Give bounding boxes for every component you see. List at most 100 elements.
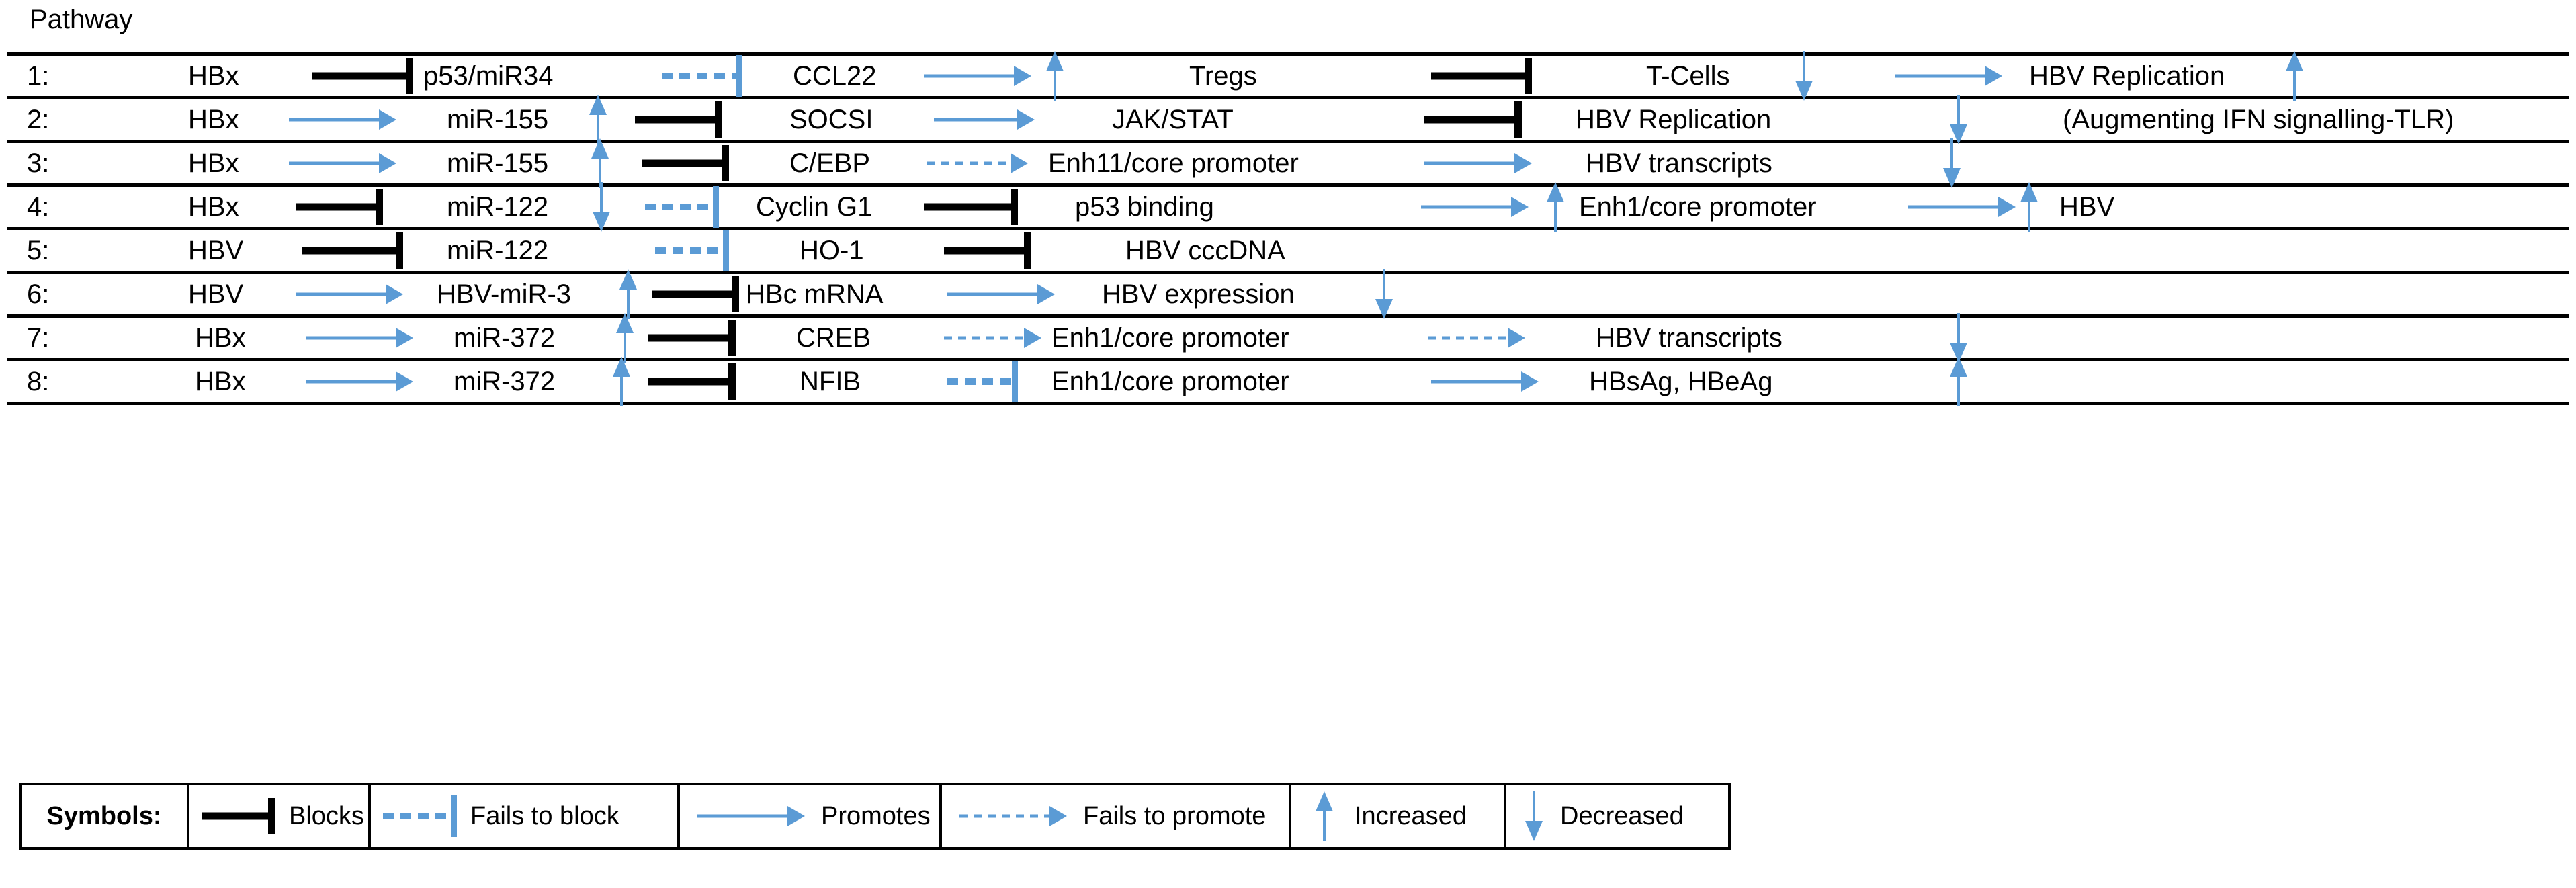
up-arrow-icon <box>1045 51 1065 101</box>
pathway-node: SOCSI <box>789 105 873 134</box>
legend-item-blocks: Blocks <box>189 785 371 847</box>
pathway-node: Enh1/core promoter <box>1051 367 1289 396</box>
promotes-icon <box>697 806 805 826</box>
blocks-icon <box>312 58 413 94</box>
pathway-node: p53/miR34 <box>423 61 554 91</box>
row-number: 2: <box>27 105 50 134</box>
up-arrow-icon <box>588 95 608 144</box>
promotes-icon <box>289 109 396 130</box>
down-arrow-icon <box>1942 138 1962 188</box>
pathway-node: HBV <box>188 279 244 309</box>
pathway-node: HBV transcripts <box>1586 148 1772 178</box>
legend-label: Fails to block <box>470 802 619 830</box>
legend-item-decreased: Decreased <box>1506 785 1728 847</box>
table-row: 1: HBx p53/miR34 CCL22 Tregs T-Cells <box>7 51 2569 101</box>
pathway-node: miR-155 <box>447 105 549 134</box>
symbols-legend: Symbols: Blocks Fails to block Promotes <box>19 783 1731 850</box>
table-row: 7: HBx miR-372 CREB Enh1/core promoter H… <box>7 313 2569 363</box>
legend-item-promotes: Promotes <box>680 785 942 847</box>
table-row: 6: HBV HBV-miR-3 HBc mRNA HBV expression <box>7 269 2569 319</box>
pathway-node: Enh11/core promoter <box>1048 148 1299 178</box>
pathway-node: miR-372 <box>454 367 556 396</box>
fails-to-promote-icon <box>959 806 1067 826</box>
up-arrow-icon <box>2284 51 2305 101</box>
pathway-node: HO-1 <box>800 236 864 265</box>
pathway-node: HBV <box>2059 192 2115 222</box>
table-row: 5: HBV miR-122 HO-1 HBV cccDNA <box>7 230 2569 274</box>
row-number: 4: <box>27 192 50 222</box>
blocks-icon <box>1431 58 1532 94</box>
table-row: 8: HBx miR-372 NFIB Enh1/core promoter H… <box>7 357 2569 406</box>
blocks-icon <box>642 145 729 181</box>
legend-heading: Symbols: <box>46 801 162 830</box>
legend-heading-cell: Symbols: <box>22 785 189 847</box>
pathway-node: HBV <box>188 236 244 265</box>
pathway-table: 1: HBx p53/miR34 CCL22 Tregs T-Cells <box>7 51 2569 406</box>
up-arrow-icon <box>1545 182 1565 232</box>
promotes-icon <box>924 66 1031 86</box>
fails-to-block-icon <box>947 361 1018 402</box>
blocks-icon <box>924 189 1018 225</box>
legend-item-fails-to-block: Fails to block <box>371 785 680 847</box>
page-title: Pathway <box>30 5 133 34</box>
pathway-node: HBx <box>188 148 239 178</box>
pathway-node: JAK/STAT <box>1112 105 1234 134</box>
fails-to-block-icon <box>655 230 729 271</box>
fails-to-block-icon <box>645 186 719 228</box>
blocks-icon <box>648 363 736 400</box>
pathway-node: CREB <box>796 323 871 353</box>
pathway-node: miR-372 <box>454 323 556 353</box>
legend-label: Blocks <box>289 802 364 830</box>
pathway-node: HBV Replication <box>1576 105 1772 134</box>
row-number: 7: <box>27 323 50 353</box>
down-arrow-icon <box>1374 269 1394 319</box>
pathway-node: p53 binding <box>1075 192 1214 222</box>
promotes-icon <box>296 284 403 304</box>
blocks-icon <box>202 798 275 834</box>
pathway-node: HBV transcripts <box>1596 323 1783 353</box>
pathway-node: miR-155 <box>447 148 549 178</box>
pathway-node: HBV expression <box>1102 279 1295 309</box>
pathway-node: NFIB <box>800 367 861 396</box>
fails-to-promote-icon <box>1428 328 1525 348</box>
up-arrow-icon <box>615 313 635 363</box>
row-number: 5: <box>27 236 50 265</box>
fails-to-block-icon <box>383 795 457 837</box>
pathway-annotation: (Augmenting IFN signalling-TLR) <box>2063 105 2454 134</box>
pathway-node: HBx <box>195 367 246 396</box>
up-arrow-icon <box>1314 791 1334 841</box>
pathway-node: HBsAg, HBeAg <box>1589 367 1773 396</box>
pathway-node: HBx <box>188 61 239 91</box>
pathway-node: HBV-miR-3 <box>437 279 572 309</box>
pathway-node: C/EBP <box>789 148 871 178</box>
promotes-icon <box>289 153 396 173</box>
blocks-icon <box>302 232 403 269</box>
down-arrow-icon <box>1948 313 1969 363</box>
fails-to-block-icon <box>662 55 742 97</box>
table-row: 4: HBx miR-122 Cyclin G1 p53 binding <box>7 182 2569 232</box>
fails-to-promote-icon <box>944 328 1041 348</box>
pathway-node: miR-122 <box>447 192 549 222</box>
promotes-icon <box>1421 197 1529 217</box>
down-arrow-icon <box>1524 791 1544 841</box>
legend-item-increased: Increased <box>1291 785 1506 847</box>
down-arrow-icon <box>591 182 611 232</box>
blocks-icon <box>635 101 722 138</box>
up-arrow-icon <box>2019 182 2039 232</box>
pathway-node: HBx <box>188 192 239 222</box>
promotes-icon <box>1908 197 2016 217</box>
table-row: 2: HBx miR-155 SOCSI JAK/STAT HBV Replic… <box>7 95 2569 144</box>
promotes-icon <box>306 328 413 348</box>
promotes-icon <box>1431 371 1539 392</box>
promotes-icon <box>306 371 413 392</box>
pathway-node: T-Cells <box>1646 61 1730 91</box>
pathway-node: Enh1/core promoter <box>1051 323 1289 353</box>
down-arrow-icon <box>1794 51 1814 101</box>
up-arrow-icon <box>618 269 638 319</box>
legend-label: Promotes <box>821 802 931 830</box>
blocks-icon <box>648 320 736 356</box>
promotes-icon <box>934 109 1035 130</box>
up-arrow-icon <box>590 138 610 188</box>
up-arrow-icon <box>1948 357 1969 406</box>
row-number: 3: <box>27 148 50 178</box>
